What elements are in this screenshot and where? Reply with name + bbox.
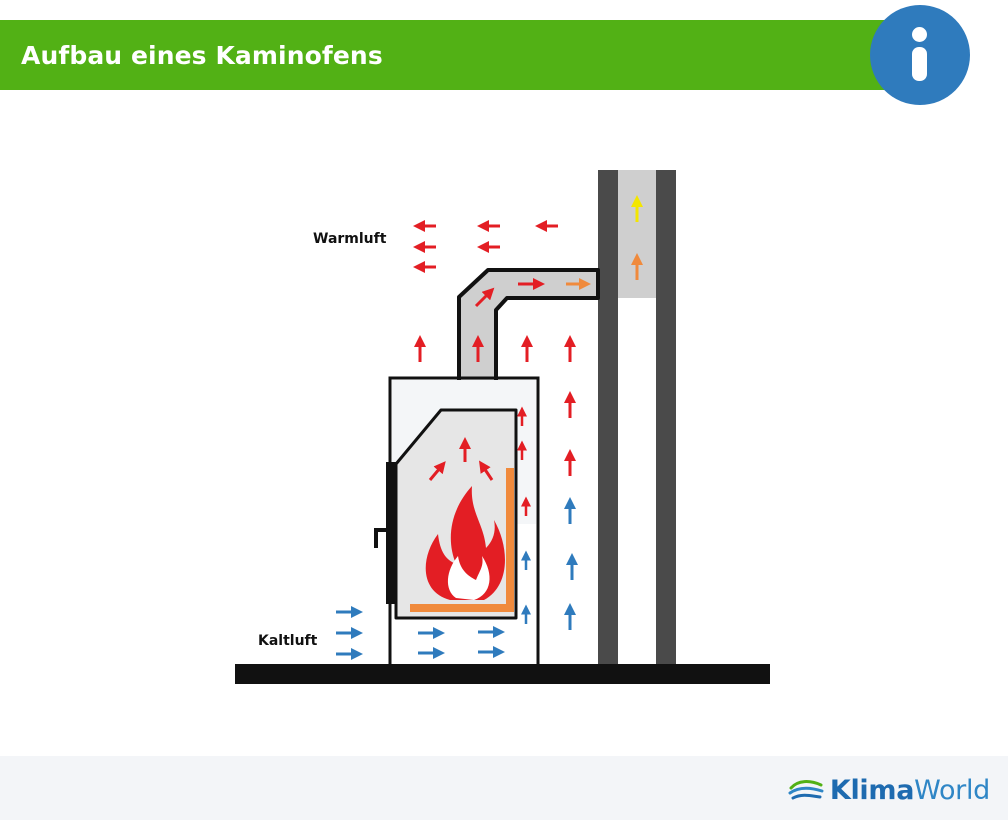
rising-warm-air-arrows <box>414 278 576 516</box>
cold-air-arrows <box>336 497 578 660</box>
warm-air-arrows <box>413 220 558 273</box>
chimney-wall-right <box>656 170 676 664</box>
flame-icon <box>425 486 505 600</box>
footer <box>0 756 1008 820</box>
door-handle <box>374 528 386 548</box>
stove-door <box>386 462 396 604</box>
firebox-arrow <box>428 461 446 481</box>
cold-air-label: Kaltluft <box>258 633 318 649</box>
header-bar <box>0 20 900 90</box>
info-icon[interactable] <box>870 5 970 105</box>
klimaworld-logo-icon <box>788 780 824 800</box>
page-title: Aufbau eines Kaminofens <box>21 41 383 70</box>
brand-logo[interactable]: KlimaWorld <box>788 772 990 808</box>
flue-arrow <box>474 287 495 308</box>
stove-diagram: Warmluft Kaltluft <box>235 170 770 684</box>
floor <box>235 664 770 684</box>
info-icon-stem <box>912 47 927 81</box>
brand-name: KlimaWorld <box>830 775 990 806</box>
chimney <box>598 170 676 664</box>
brand-name-bold: Klima <box>829 774 915 806</box>
warm-air-label: Warmluft <box>313 231 387 247</box>
brand-name-light: World <box>914 774 990 806</box>
chimney-wall-left <box>598 170 618 664</box>
info-icon-dot <box>912 27 927 42</box>
firebox-arrow <box>479 460 494 481</box>
